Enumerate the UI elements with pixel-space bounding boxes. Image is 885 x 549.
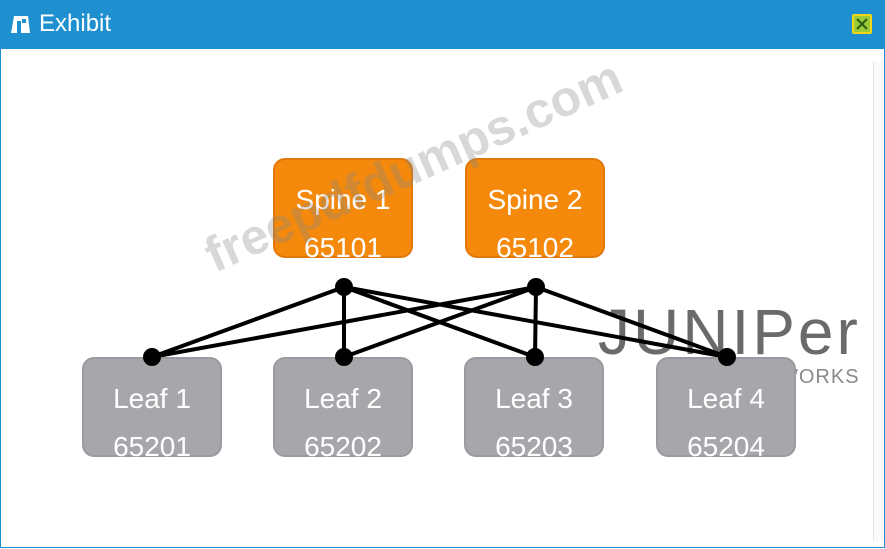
node-name: Leaf 3: [495, 383, 573, 414]
node-asn: 65102: [496, 232, 574, 263]
exhibit-icon: [9, 13, 33, 35]
node-asn: 65202: [304, 431, 382, 462]
connection-point: [335, 348, 353, 366]
connection-point: [527, 278, 545, 296]
window-title: Exhibit: [39, 10, 112, 37]
node-asn: 65204: [687, 431, 765, 462]
vertical-scrollbar[interactable]: [873, 61, 884, 541]
node-name: Spine 2: [487, 184, 583, 215]
leaf-node: Leaf 4 65204: [656, 357, 796, 462]
title-bar: Exhibit: [1, 1, 884, 49]
link-line: [533, 286, 538, 358]
connection-point: [143, 348, 161, 366]
node-name: Spine 1: [295, 184, 391, 215]
connection-point: [335, 278, 353, 296]
close-button[interactable]: [852, 14, 872, 34]
node-asn: 65101: [304, 232, 382, 263]
link-line: [343, 285, 537, 359]
spine-node: Spine 1 65101: [273, 158, 413, 263]
link-line: [151, 285, 345, 359]
close-icon: [856, 18, 868, 30]
leaf-node: Leaf 2 65202: [273, 357, 413, 462]
leaf-node: Leaf 3 65203: [464, 357, 604, 462]
connection-point: [718, 348, 736, 366]
link-line: [151, 285, 537, 359]
connection-point: [526, 348, 544, 366]
spine-node: Spine 2 65102: [465, 158, 605, 263]
node-asn: 65203: [495, 431, 573, 462]
node-name: Leaf 1: [113, 383, 191, 414]
node-name: Leaf 4: [687, 383, 765, 414]
node-asn: 65201: [113, 431, 191, 462]
link-line: [535, 285, 728, 359]
node-name: Leaf 2: [304, 383, 382, 414]
